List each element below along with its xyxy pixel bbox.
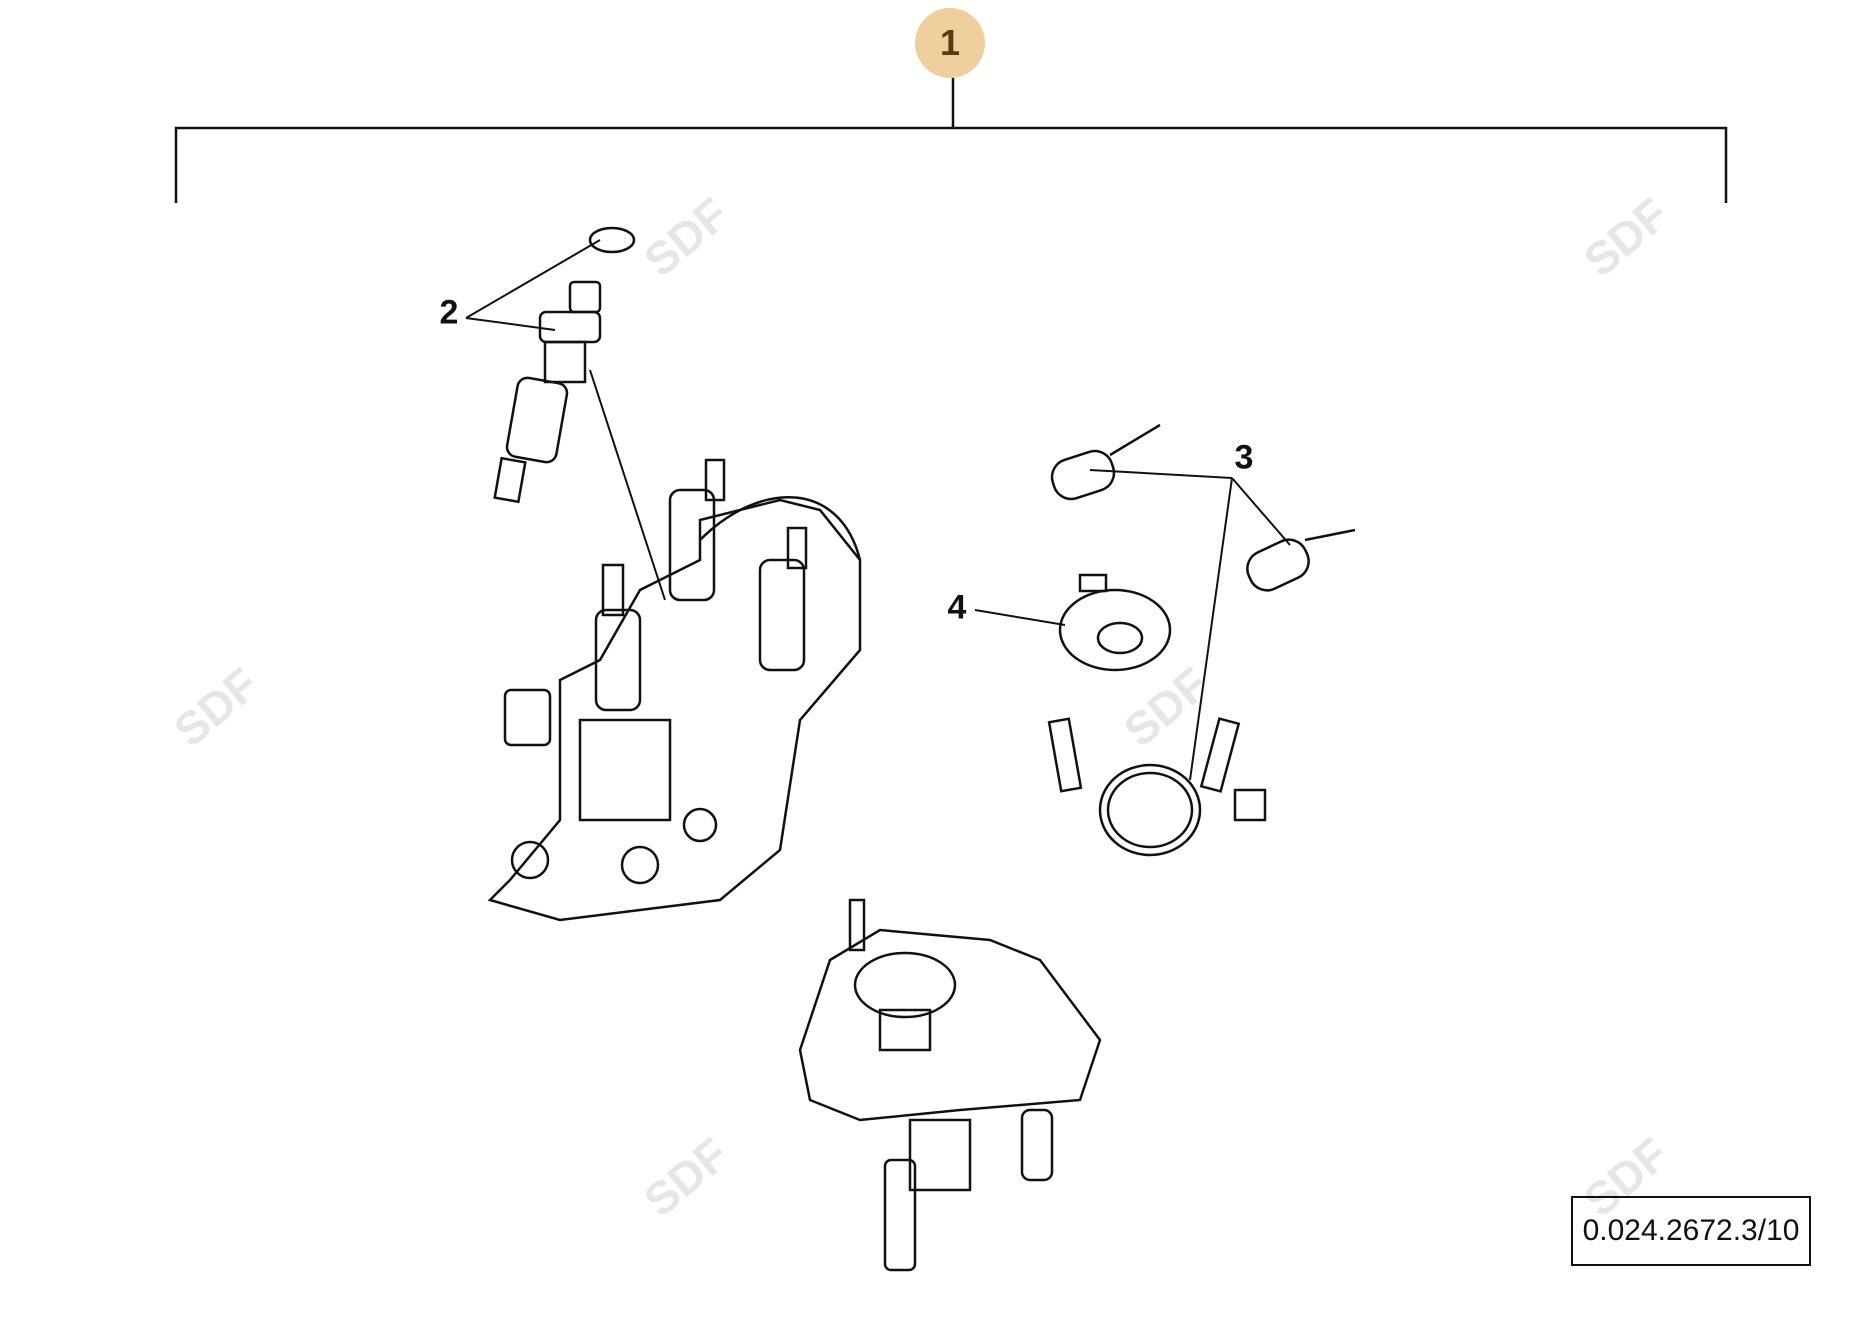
- plug-part-3b: [1246, 528, 1356, 592]
- reference-code-box: 0.024.2672.3/10: [1571, 1196, 1811, 1266]
- pump-assembly: [487, 458, 862, 922]
- leader-lines: [465, 239, 1291, 781]
- sensor-part-2: [493, 226, 636, 504]
- cap-part-4: [1058, 573, 1172, 672]
- lower-module: [798, 898, 1102, 1272]
- callout-4[interactable]: 4: [947, 588, 967, 627]
- callout-2[interactable]: 2: [439, 293, 459, 332]
- assembly-bracket: [174, 76, 1728, 203]
- main-callout-1[interactable]: 1: [915, 8, 985, 78]
- plug-part-3a: [1050, 423, 1161, 501]
- callout-3[interactable]: 3: [1234, 438, 1254, 477]
- seal-ring: [1047, 717, 1267, 857]
